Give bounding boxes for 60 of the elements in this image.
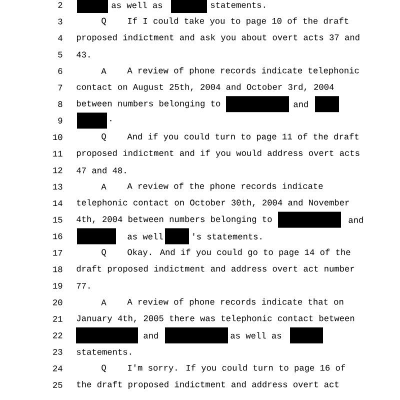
- line-number: 11: [53, 150, 62, 157]
- transcript-text: and: [348, 216, 363, 223]
- transcript-text: and: [144, 332, 158, 339]
- transcript-text: contact on August 25th, 2004 and October 3rd, 2004: [76, 84, 334, 92]
- transcript-text: between numbers belonging to: [76, 100, 220, 108]
- transcript-text: statements.: [210, 2, 265, 8]
- line-number: 2: [58, 2, 62, 8]
- line-number: 14: [53, 200, 62, 206]
- transcript-text: 43.: [76, 52, 90, 58]
- speaker-marker: Q: [102, 364, 106, 372]
- line-number: 9: [58, 118, 62, 124]
- line-number: 16: [53, 233, 62, 240]
- line-number: 20: [53, 299, 62, 306]
- line-number: 10: [53, 134, 62, 140]
- transcript-text: telephonic contact on October 30th, 2004 and November: [77, 199, 349, 208]
- line-number: 4: [58, 35, 62, 41]
- speaker-marker: Q: [102, 134, 106, 141]
- line-number: 8: [58, 101, 62, 108]
- transcript-text: 4th, 2004 between numbers belonging to: [76, 216, 272, 224]
- line-number: 12: [53, 167, 62, 174]
- line-number: 22: [53, 332, 62, 338]
- line-number: 19: [53, 282, 62, 289]
- line-number: 25: [53, 382, 62, 388]
- transcript-text: proposed indictment and if you would address overt acts: [76, 150, 360, 158]
- transcript-text: .: [110, 120, 112, 122]
- speaker-marker: A: [101, 184, 106, 190]
- line-number: 17: [53, 250, 62, 256]
- speaker-marker: A: [101, 300, 106, 306]
- transcript-text: 77.: [76, 282, 90, 289]
- transcript-text: A review of phone records indicate that on: [127, 298, 344, 306]
- transcript-text: as well as: [112, 2, 162, 8]
- transcript-text: A review of the phone records indicate: [127, 182, 323, 191]
- line-number: 3: [58, 18, 62, 24]
- transcript-text: 's statements.: [193, 233, 262, 240]
- speaker-marker: Q: [102, 18, 106, 26]
- line-number: 21: [53, 316, 62, 322]
- transcript-text: proposed indictment and ask you about overt acts 37 and: [76, 34, 360, 42]
- speaker-marker: Q: [102, 249, 106, 256]
- transcript-text: the draft proposed indictment and address overt act: [77, 381, 338, 389]
- line-number: 23: [53, 348, 62, 355]
- transcript-text: as well as: [230, 332, 282, 339]
- line-number: 18: [53, 266, 62, 272]
- transcript-text: and: [294, 100, 308, 108]
- line-number: 5: [58, 52, 62, 58]
- line-number: 13: [53, 184, 62, 190]
- transcript-text: January 4th, 2005 there was telephonic contact between: [76, 314, 354, 323]
- transcript-text: If I could take you to page 10 of the draft: [128, 18, 348, 26]
- transcript-text: draft proposed indictment and address overt act number: [76, 265, 354, 274]
- transcript-text: I'm sorry. If you could turn to page 16 of: [128, 364, 346, 372]
- speaker-marker: A: [101, 68, 106, 74]
- transcript-text: statements.: [76, 349, 131, 355]
- transcript-text: And if you could turn to page 11 of the draft: [127, 133, 358, 142]
- transcript-text: as well: [128, 233, 163, 240]
- line-number: 15: [53, 216, 62, 223]
- transcript-text: 47 and 48.: [76, 167, 126, 174]
- transcript-text: A review of phone records indicate telephonic: [127, 67, 359, 76]
- transcript-text: Okay. And if you could go to page 14 of the: [128, 248, 350, 257]
- line-number: 7: [58, 84, 62, 90]
- line-number: 6: [58, 68, 62, 74]
- line-number: 24: [53, 366, 62, 372]
